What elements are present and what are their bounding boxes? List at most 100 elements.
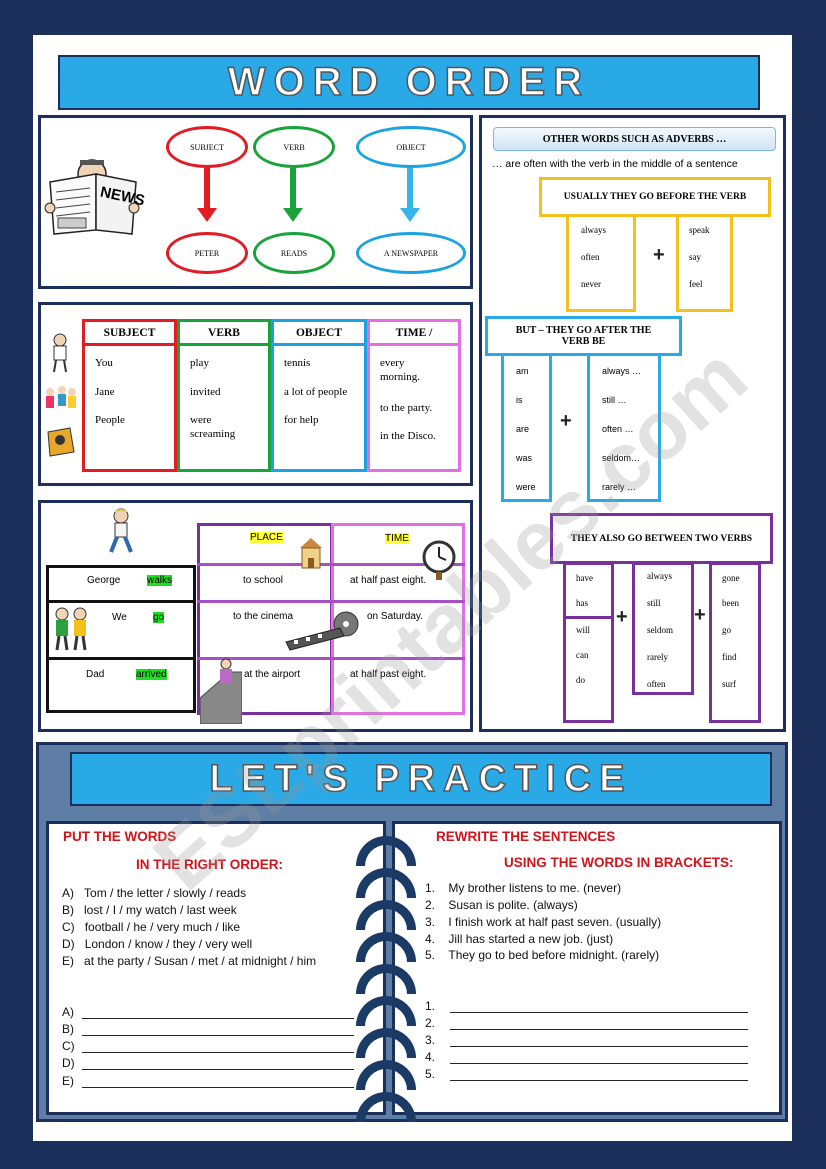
main-verb-4: find bbox=[722, 652, 737, 662]
before-adverb-3: never bbox=[581, 279, 601, 289]
right-exercise-title-2: USING THE WORDS IN BRACKETS: bbox=[504, 855, 734, 870]
left-item-e-label: E) bbox=[62, 954, 74, 968]
place-time-header-divider bbox=[197, 563, 465, 566]
newspaper-reader-image: NEWS bbox=[44, 152, 146, 237]
right-answer-4-label: 4. bbox=[425, 1050, 436, 1064]
before-verb-3: feel bbox=[689, 279, 703, 289]
right-answer-4-line[interactable] bbox=[450, 1063, 748, 1064]
row-divider-2 bbox=[197, 657, 465, 660]
example-subject-label: PETER bbox=[194, 248, 220, 258]
right-answer-5-line[interactable] bbox=[450, 1080, 748, 1081]
arrow-down-blue bbox=[400, 168, 420, 222]
right-answer-1-line[interactable] bbox=[450, 1012, 748, 1013]
row2-time: on Saturday. bbox=[367, 611, 423, 622]
left-item-e-text: at the party / Susan / met / at midnight… bbox=[84, 954, 317, 968]
newspaper-icon bbox=[44, 159, 140, 235]
left-item-c: C) football / he / very much / like bbox=[62, 920, 240, 934]
kids-image bbox=[50, 604, 92, 654]
spiral-ring bbox=[356, 1092, 416, 1122]
column-header-verb: VERB bbox=[180, 322, 268, 346]
column-verb: VERB play invited were screaming bbox=[177, 319, 271, 472]
right-item-4-label: 4. bbox=[425, 932, 436, 946]
right-item-4-text: Jill has started a new job. (just) bbox=[448, 932, 614, 946]
time-header-label: TIME bbox=[385, 533, 409, 544]
adverbs-subtitle: … are often with the verb in the middle … bbox=[492, 158, 738, 170]
cell-time-1: every morning. bbox=[380, 357, 421, 383]
left-answer-c-label: C) bbox=[62, 1039, 75, 1053]
cell-verb-2: invited bbox=[190, 386, 221, 398]
mid-adverb-5: often bbox=[647, 679, 666, 689]
arrow-down-green bbox=[283, 168, 303, 222]
clock-icon bbox=[422, 540, 456, 582]
mid-adverb-4: rarely bbox=[647, 652, 668, 662]
left-answer-e-label: E) bbox=[62, 1074, 74, 1088]
after-be-title: BUT – THEY GO AFTER THE VERB BE bbox=[515, 325, 652, 347]
time-header: TIME bbox=[385, 533, 409, 544]
right-item-2-label: 2. bbox=[425, 898, 436, 912]
aux2-1: will bbox=[576, 625, 591, 635]
plus-sign-1: + bbox=[653, 244, 665, 266]
between-verbs-title-box: THEY ALSO GO BETWEEN TWO VERBS bbox=[550, 513, 773, 564]
left-answer-a-line[interactable] bbox=[82, 1018, 354, 1019]
left-exercise-title-2: IN THE RIGHT ORDER: bbox=[136, 857, 283, 872]
adverbs-header: OTHER WORDS SUCH AS ADVERBS … bbox=[493, 127, 776, 151]
left-answer-c-line[interactable] bbox=[82, 1052, 354, 1053]
after-adverb-4: seldom… bbox=[602, 453, 641, 463]
left-item-a-text: Tom / the letter / slowly / reads bbox=[84, 886, 247, 900]
right-item-1-label: 1. bbox=[425, 881, 436, 895]
column-header-subject: SUBJECT bbox=[85, 322, 174, 346]
right-exercise-title-1: REWRITE THE SENTENCES bbox=[436, 829, 616, 844]
after-adverbs-box: always … still … often … seldom… rarely … bbox=[587, 353, 661, 502]
example-object-label: A NEWSPAPER bbox=[383, 248, 439, 258]
row3-verb-label: arrived bbox=[136, 669, 167, 680]
arrow-down-red bbox=[197, 168, 217, 222]
aux1-2: has bbox=[576, 598, 588, 608]
right-item-3-label: 3. bbox=[425, 915, 436, 929]
subject-row-divider-1 bbox=[46, 600, 196, 603]
school-icon bbox=[296, 538, 326, 570]
be-form-5: were bbox=[516, 482, 536, 492]
left-item-d: D) London / know / they / very well bbox=[62, 937, 252, 951]
right-answer-3-line[interactable] bbox=[450, 1046, 748, 1047]
right-exercise-box bbox=[392, 821, 782, 1115]
aux-box-2: will can do bbox=[563, 616, 614, 723]
right-answer-5-label: 5. bbox=[425, 1067, 436, 1081]
example-verb-label: READS bbox=[280, 248, 308, 258]
left-answer-d-line[interactable] bbox=[82, 1069, 354, 1070]
aux2-2: can bbox=[576, 650, 589, 660]
before-verbs-box: speak say feel bbox=[676, 214, 733, 312]
right-answer-2-line[interactable] bbox=[450, 1029, 748, 1030]
left-answer-b-line[interactable] bbox=[82, 1035, 354, 1036]
practice-banner: LET'S PRACTICE bbox=[70, 752, 772, 806]
right-item-3: 3. I finish work at half past seven. (us… bbox=[425, 915, 661, 929]
right-item-2-text: Susan is polite. (always) bbox=[448, 898, 578, 912]
before-adverb-1: always bbox=[581, 225, 606, 235]
main-verbs-box: gone been go find surf bbox=[709, 562, 761, 723]
before-verb-2: say bbox=[689, 252, 701, 262]
page-title: WORD ORDER bbox=[227, 59, 591, 105]
cell-time-2: to the party. bbox=[380, 402, 433, 414]
left-answer-e-line[interactable] bbox=[82, 1087, 354, 1088]
cell-verb-1: play bbox=[190, 357, 209, 369]
after-adverb-1: always … bbox=[602, 366, 642, 376]
column-header-object: OBJECT bbox=[274, 322, 364, 346]
oval-example-verb: READS bbox=[253, 232, 335, 274]
row2-verb-label: go bbox=[153, 612, 165, 623]
between-verbs-title: THEY ALSO GO BETWEEN TWO VERBS bbox=[570, 533, 753, 544]
after-adverb-5: rarely … bbox=[602, 482, 637, 492]
row-divider-1 bbox=[197, 600, 465, 603]
after-adverb-2: still … bbox=[602, 395, 627, 405]
cell-object-3: for help bbox=[284, 414, 319, 426]
left-item-e: E) at the party / Susan / met / at midni… bbox=[62, 954, 316, 968]
after-be-title-box: BUT – THEY GO AFTER THE VERB BE bbox=[485, 316, 682, 356]
oval-object: OBJECT bbox=[356, 126, 466, 168]
column-subject: SUBJECT You Jane People bbox=[82, 319, 177, 472]
oval-example-object: A NEWSPAPER bbox=[356, 232, 466, 274]
left-item-b-label: B) bbox=[62, 903, 74, 917]
right-answer-2-label: 2. bbox=[425, 1016, 436, 1030]
plus-sign-4: + bbox=[694, 604, 706, 626]
left-answer-a-label: A) bbox=[62, 1005, 74, 1019]
right-item-2: 2. Susan is polite. (always) bbox=[425, 898, 578, 912]
right-item-1-text: My brother listens to me. (never) bbox=[448, 881, 622, 895]
main-verb-1: gone bbox=[722, 573, 740, 583]
